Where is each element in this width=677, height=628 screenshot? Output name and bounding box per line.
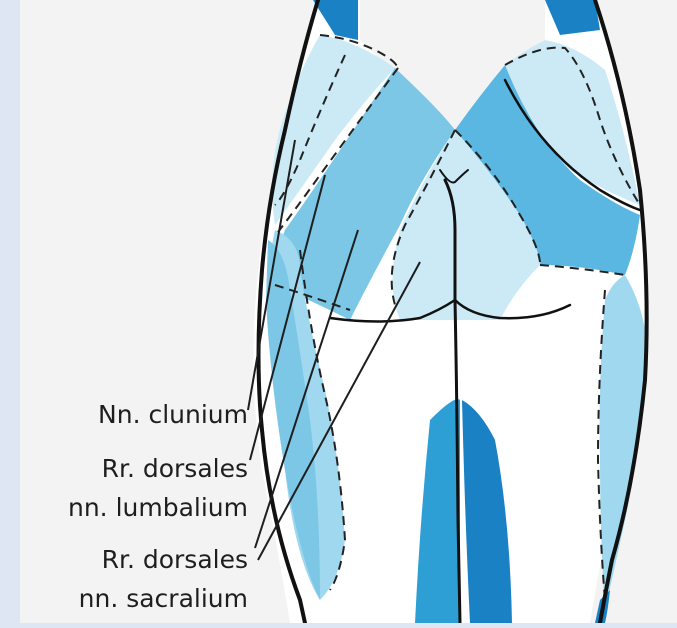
label-rr-dorsales-lumbalium: Rr. dorsales bbox=[36, 453, 248, 484]
label-rr-dorsales-sacralium: Rr. dorsales bbox=[36, 544, 248, 575]
label-nn-sacralium: nn. sacralium bbox=[20, 583, 248, 614]
label-nn-lumbalium: nn. lumbalium bbox=[20, 492, 248, 523]
label-nn-clunium: Nn. clunium bbox=[36, 399, 248, 430]
